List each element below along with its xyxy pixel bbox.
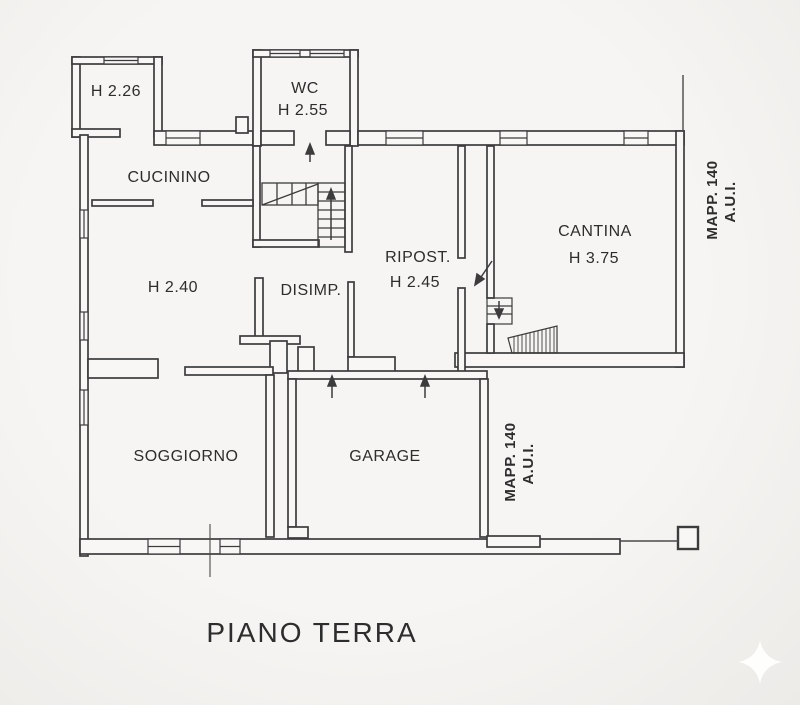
- room-label-disimp: DISIMP.: [281, 282, 342, 299]
- walls: [71, 49, 700, 557]
- mapp-courtyard-line1: MAPP. 140: [502, 422, 519, 501]
- windows: [79, 49, 649, 555]
- room-label-garage: GARAGE: [349, 448, 420, 465]
- room-label-h226: H 2.26: [91, 83, 141, 100]
- room-label-soggiorno: SOGGIORNO: [134, 448, 239, 465]
- room-label-ripost: RIPOST.: [385, 249, 451, 266]
- mapp-right-line2: A.U.I.: [722, 181, 739, 222]
- plan-title: PIANO TERRA: [206, 617, 417, 648]
- cantina-stairs: [486, 297, 558, 354]
- room-label-h240: H 2.40: [148, 279, 198, 296]
- room-label-wc: WC: [291, 80, 319, 97]
- room-label-cantina: CANTINA: [558, 223, 632, 240]
- room-label-cucinino: CUCININO: [127, 169, 210, 186]
- boundary-lines: [209, 75, 684, 577]
- mapp-courtyard-line2: A.U.I.: [520, 443, 537, 484]
- room-height-ripost: H 2.45: [390, 274, 440, 291]
- room-height-wc: H 2.55: [278, 102, 328, 119]
- mapp-right-line1: MAPP. 140: [704, 160, 721, 239]
- room-height-cantina: H 3.75: [569, 250, 619, 267]
- staircase: [261, 182, 346, 248]
- door-arrows: [304, 141, 505, 398]
- sparkle-watermark-icon: [738, 640, 782, 684]
